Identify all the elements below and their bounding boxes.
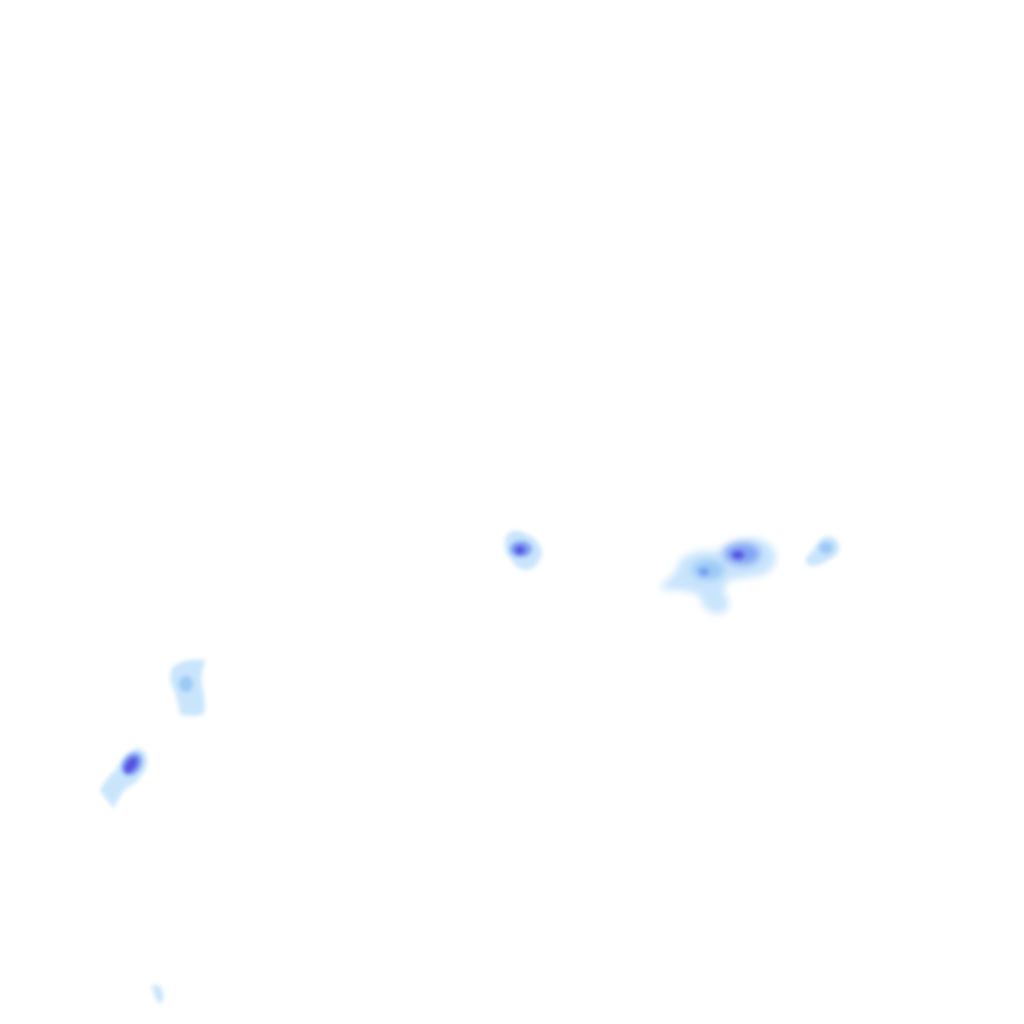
- cell-west-upper[interactable]: [170, 659, 206, 716]
- cell-south-small[interactable]: [152, 984, 164, 1004]
- cell-center[interactable]: [504, 530, 542, 570]
- cell-east-cluster[interactable]: [660, 538, 776, 614]
- cell-far-east[interactable]: [805, 536, 840, 566]
- cell-west-lower[interactable]: [100, 748, 147, 808]
